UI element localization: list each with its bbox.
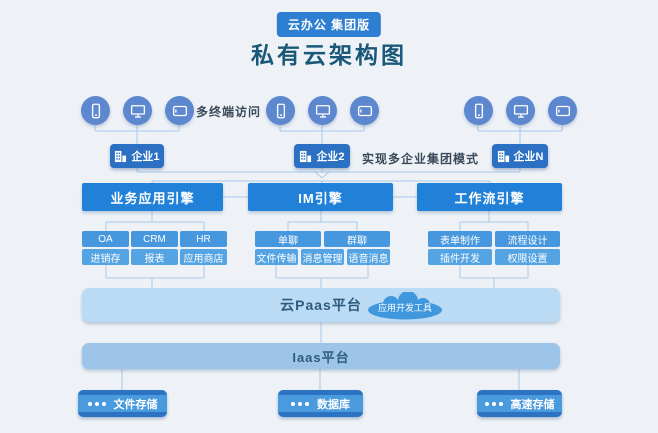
storage-label: 文件存储 [113, 398, 158, 411]
engine-im: IM引擎 [248, 183, 393, 211]
feature-box: 应用商店 [180, 249, 227, 265]
feature-box: 文件传输 [255, 249, 298, 265]
engine-business-app: 业务应用引擎 [82, 183, 223, 211]
merge-arrow-icon [314, 171, 330, 179]
device-circle [506, 96, 535, 125]
enterprise-node: 企业1 [110, 144, 164, 168]
smartphone-icon [276, 103, 285, 118]
paas-band: 云Paas平台 [82, 288, 560, 322]
iaas-label: Iaas平台 [292, 349, 350, 365]
storage-label: 数据库 [317, 398, 350, 411]
monitor-icon [513, 104, 528, 118]
feature-box: OA [82, 231, 129, 247]
tablet-icon [357, 105, 372, 116]
feature-box: 单聊 [255, 231, 321, 247]
device-circle [81, 96, 110, 125]
feature-box: 流程设计 [495, 231, 560, 247]
smartphone-icon [91, 103, 100, 118]
cloud-icon [368, 291, 442, 320]
feature-box: 群聊 [324, 231, 390, 247]
building-icon [115, 150, 127, 162]
server-dots-icon [87, 401, 106, 406]
multi-terminal-label: 多终端访问 [196, 105, 262, 119]
enterprise-node: 企业2 [294, 144, 350, 168]
tablet-icon [172, 105, 187, 116]
device-circle [350, 96, 379, 125]
paas-dev-tool-cloud: 应用开发工具 [365, 291, 445, 320]
feature-box: HR [180, 231, 227, 247]
feature-box: 进销存 [82, 249, 129, 265]
device-circle [308, 96, 337, 125]
feature-box: 权限设置 [495, 249, 560, 265]
paas-tool-label: 应用开发工具 [377, 303, 432, 313]
server-dots-icon [291, 401, 309, 406]
enterprise-label: 企业2 [316, 151, 345, 163]
storage-node-database: 数据库 [278, 390, 363, 417]
iaas-band: Iaas平台 [82, 343, 560, 369]
device-circle [123, 96, 152, 125]
smartphone-icon [474, 103, 483, 118]
building-icon [497, 150, 509, 162]
server-dots-icon [484, 401, 503, 406]
enterprise-label: 企业1 [131, 151, 160, 163]
engine-workflow: 工作流引擎 [417, 183, 562, 211]
feature-box: 消息管理 [301, 249, 344, 265]
device-circle [464, 96, 493, 125]
feature-box: CRM [131, 231, 178, 247]
storage-node-highspeed: 高速存储 [477, 390, 562, 417]
feature-box: 表单制作 [428, 231, 492, 247]
storage-node-file: 文件存储 [78, 390, 167, 417]
monitor-icon [130, 104, 145, 118]
device-circle [266, 96, 295, 125]
building-icon [300, 150, 312, 162]
page-title: 私有云架构图 [251, 42, 407, 68]
enterprise-node: 企业N [492, 144, 548, 168]
device-circle [165, 96, 194, 125]
feature-box: 插件开发 [428, 249, 492, 265]
multi-enterprise-label: 实现多企业集团模式 [362, 152, 480, 166]
header-badge: 云办公 集团版 [276, 12, 382, 37]
paas-label: 云Paas平台 [280, 297, 362, 313]
enterprise-label: 企业N [513, 151, 544, 163]
feature-box: 报表 [131, 249, 178, 265]
feature-box: 语音消息 [347, 249, 390, 265]
device-circle [548, 96, 577, 125]
storage-label: 高速存储 [510, 398, 555, 411]
tablet-icon [555, 105, 570, 116]
monitor-icon [315, 104, 330, 118]
